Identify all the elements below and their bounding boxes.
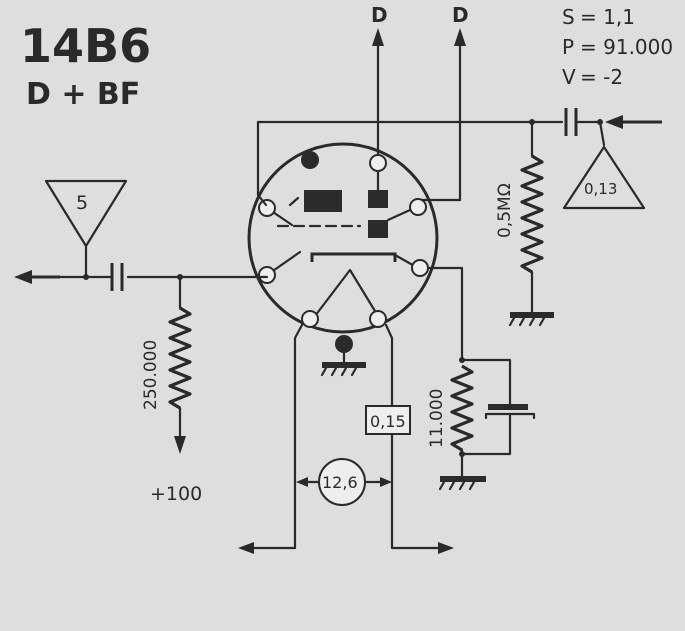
plate-resistor-label: 250.000	[141, 340, 161, 410]
pin-heater-1	[301, 310, 319, 328]
output-d2-arrow	[416, 28, 466, 202]
heater-filament	[313, 268, 380, 318]
pin-plate-2	[409, 198, 427, 216]
input-level-triangle	[562, 145, 646, 210]
pin-heater-2	[369, 310, 387, 328]
heater-current-label: 0,15	[370, 412, 406, 431]
triode-plate-upper	[368, 190, 388, 208]
param-s-value: = 1,1	[580, 5, 635, 29]
pin-triode-plate	[369, 154, 387, 172]
cathode-resistor-label: 11.000	[427, 389, 447, 448]
heater-current-box	[365, 405, 411, 435]
tube-type-label: 14B6	[20, 19, 151, 73]
param-s-label: S	[562, 5, 575, 29]
cathode	[310, 252, 397, 262]
pin-diode-plate	[258, 199, 276, 217]
input-arrow	[605, 115, 662, 129]
output-arrow	[14, 270, 32, 284]
pin-grid	[258, 266, 276, 284]
output-d1-arrow	[372, 28, 384, 162]
heater-lead-left	[246, 323, 304, 550]
heater-voltage-label: 12,6	[322, 473, 358, 492]
supply-arrow	[174, 436, 186, 454]
output-level-label: 5	[76, 192, 88, 214]
heater-voltage-dimension	[296, 458, 392, 506]
supply-voltage-label: +100	[150, 483, 202, 505]
param-v-value: = -2	[580, 65, 623, 89]
output-d1-label: D	[371, 3, 388, 27]
output-level-triangle	[44, 179, 128, 248]
output-d2-label: D	[452, 3, 469, 27]
param-p-label: P	[562, 35, 574, 59]
tube-envelope	[247, 142, 439, 334]
grid-input-wire	[256, 120, 564, 197]
cathode-ground	[438, 476, 486, 491]
pin-cathode	[411, 259, 429, 277]
tube-key-dot	[301, 151, 319, 169]
diode-plate	[304, 190, 342, 212]
plate-resistor	[168, 306, 192, 410]
triode-plate-lower	[368, 220, 388, 238]
cathode-bypass-capacitor	[460, 404, 536, 456]
param-p-value: = 91.000	[580, 35, 673, 59]
tube-function-label: D + BF	[26, 77, 140, 112]
grid-resistor-ground	[508, 312, 554, 327]
param-v-label: V	[562, 65, 576, 89]
cathode-resistor	[450, 364, 474, 452]
tube-shield-ground	[320, 335, 366, 377]
grid-resistor-label: 0,5MΩ	[495, 183, 515, 238]
output-coupling-capacitor	[110, 263, 124, 291]
heater-lead-right	[384, 323, 446, 550]
input-level-label: 0,13	[584, 180, 617, 198]
input-coupling-capacitor	[564, 108, 602, 136]
grid-resistor	[520, 154, 544, 274]
